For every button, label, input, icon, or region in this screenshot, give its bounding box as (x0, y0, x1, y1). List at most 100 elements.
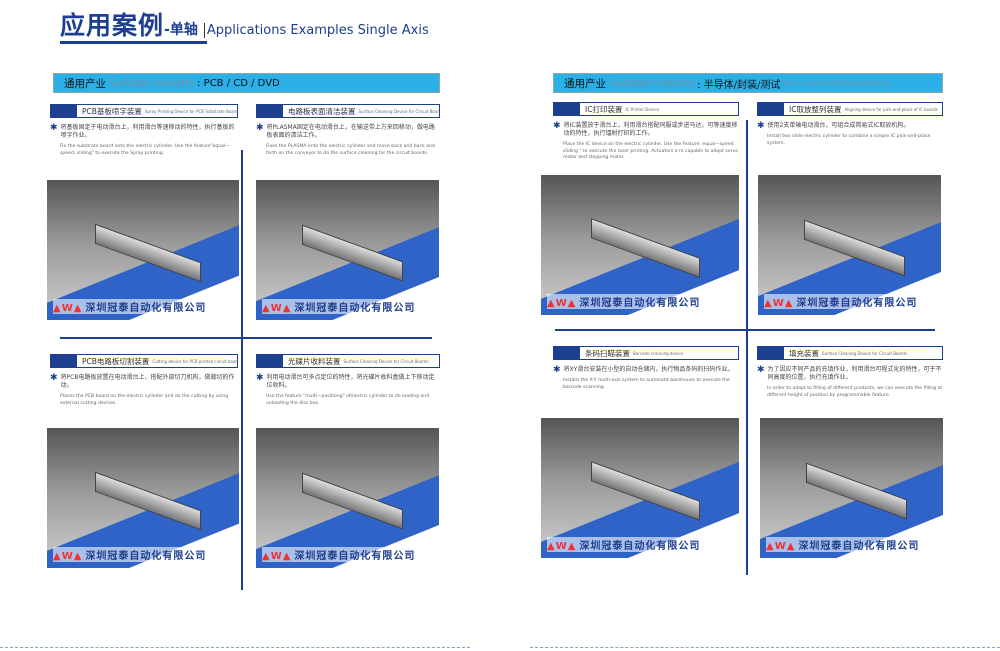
industry-banner: 通用产业 Suitable Industry : PCB / CD / DVD (53, 73, 440, 93)
header-block (758, 103, 784, 115)
banner-en: Suitable Industry (610, 77, 696, 89)
company-name: 深圳冠泰自动化有限公司 (85, 303, 207, 314)
header-block (257, 105, 283, 117)
panel-title: 填充装置 (789, 348, 819, 358)
panel-title-en: Cutting device for PCB printed circuit b… (152, 358, 238, 364)
company-logo: ▲W▲深圳冠泰自动化有限公司 (53, 299, 207, 314)
application-panel: 填充装置 Surface Cleaning Device for Circuit… (757, 346, 943, 399)
application-image: ▲W▲深圳冠泰自动化有限公司 (256, 428, 439, 568)
panel-title-en: IC Printer Device (625, 106, 659, 112)
title-cn: 应用案例 (60, 11, 165, 40)
header-block (758, 347, 784, 359)
application-panel: PCB基板喷字装置 Spray Printing Device for PCB … (50, 104, 238, 157)
application-panel: IC打印装置 IC Printer Device ✱将IC装置放于滑台上，利用滑… (553, 102, 739, 162)
desc-en: Fixes the PLASMA onto the electric cylin… (266, 144, 435, 156)
panel-title: 电路板表面清洁装置 (288, 106, 356, 116)
company-logo: ▲W▲深圳冠泰自动化有限公司 (766, 537, 920, 552)
banner-value: : PCB / CD / DVD (197, 77, 280, 89)
desc-en: Places the PCB board on the electric cyl… (60, 394, 229, 406)
application-image: ▲W▲深圳冠泰自动化有限公司 (47, 180, 239, 320)
desc-cn: 为了因应不同产品的充填作业，利用滑台可程式化的特性，可于不同高度的位置，执行充填… (767, 366, 942, 381)
panel-header: 光碟片收料装置 Surface Cleaning Device for Circ… (256, 354, 440, 368)
panel-title-en: Surface Cleaning Device for Circuit Boar… (343, 358, 429, 364)
banner-cn: 通用产业 (564, 77, 606, 90)
company-name: 深圳冠泰自动化有限公司 (579, 541, 701, 552)
application-image: ▲W▲深圳冠泰自动化有限公司 (47, 428, 239, 568)
star-icon: ✱ (50, 123, 58, 133)
panel-title: PCB基板喷字装置 (82, 106, 142, 116)
company-name: 深圳冠泰自动化有限公司 (85, 551, 207, 562)
panel-header: 填充装置 Surface Cleaning Device for Circuit… (757, 346, 943, 360)
application-panel: IC取放整列装置 Aligning device for pick-and-pl… (757, 102, 943, 147)
footer-line (530, 647, 1000, 648)
star-icon: ✱ (757, 121, 765, 131)
star-icon: ✱ (757, 365, 765, 375)
desc-cn: 将IC装置放于滑台上，利用滑台搭配伺服或步进马达，可等速度移动的特性，执行镭射打… (563, 122, 738, 137)
desc-en: Use the feature "multi—positiong" ofelec… (266, 394, 430, 406)
header-block (257, 355, 283, 367)
title-en: Applications Examples Single Axis (203, 23, 429, 38)
header-block (554, 347, 580, 359)
company-logo: ▲W▲深圳冠泰自动化有限公司 (547, 537, 701, 552)
application-image: ▲W▲深圳冠泰自动化有限公司 (256, 180, 439, 320)
panel-title: IC打印装置 (585, 104, 623, 114)
company-logo: ▲W▲深圳冠泰自动化有限公司 (262, 547, 416, 562)
company-name: 深圳冠泰自动化有限公司 (294, 551, 416, 562)
star-icon: ✱ (553, 365, 561, 375)
desc-cn: 将XY滑台安装在小型的自动仓储内，执行物品条码的扫码作业。 (563, 366, 734, 373)
desc-cn: 将PLASMA固定在电动滑台上，在输送带上方来回移动，做电路板表面的清洁工作。 (266, 124, 435, 139)
star-icon: ✱ (553, 121, 561, 131)
panel-title-en: Surface Cleaning Device for Circuit Boar… (822, 350, 908, 356)
company-name: 深圳冠泰自动化有限公司 (796, 298, 918, 309)
star-icon: ✱ (256, 123, 264, 133)
banner-value-en: Semi—conductor/Packaging/Testing (782, 79, 890, 87)
panel-title-en: Surface Cleaning Device for Circuit Boar… (358, 108, 440, 114)
application-image: ▲W▲深圳冠泰自动化有限公司 (758, 175, 941, 315)
desc-cn: 将PCB电路板放置在电动滑台上，搭配外部切刀机构，做裁切的作动。 (60, 374, 235, 389)
panel-header: IC打印装置 IC Printer Device (553, 102, 739, 116)
application-panel: 条码扫瞄装置 Barcode scanning device ✱将XY滑台安装在… (553, 346, 739, 391)
desc-cn: 利用电动滑台可多点定位的特性，将光碟片收料盒做上下移动定位收料。 (266, 374, 435, 389)
banner-cn: 通用产业 (64, 77, 106, 90)
title-sub: -单轴 (164, 22, 198, 38)
application-panel: 光碟片收料装置 Surface Cleaning Device for Circ… (256, 354, 440, 407)
application-image: ▲W▲深圳冠泰自动化有限公司 (541, 418, 739, 558)
footer-line (0, 647, 470, 648)
desc-en: Place the IC device on the electric cyli… (563, 142, 739, 160)
panel-header: IC取放整列装置 Aligning device for pick-and-pl… (757, 102, 943, 116)
company-name: 深圳冠泰自动化有限公司 (294, 303, 416, 314)
panel-header: PCB基板喷字装置 Spray Printing Device for PCB … (50, 104, 238, 118)
panel-title-en: Spray Printing Device for PCB Substrate … (144, 108, 238, 114)
divider-horizontal (555, 329, 935, 331)
panel-title: IC取放整列装置 (789, 104, 842, 114)
desc-cn: 将基板固定于电动滑台上，利用滑台等速移动的特性，执行基板的喷字作业。 (60, 124, 235, 139)
application-panel: PCB电路板切割装置 Cutting device for PCB printe… (50, 354, 238, 407)
company-logo: ▲W▲深圳冠泰自动化有限公司 (764, 294, 918, 309)
desc-en: In order to adapt to filling of differen… (767, 386, 943, 398)
company-logo: ▲W▲深圳冠泰自动化有限公司 (547, 294, 701, 309)
title-underline (60, 41, 207, 44)
panel-header: 电路板表面清洁装置 Surface Cleaning Device for Ci… (256, 104, 440, 118)
divider-horizontal (60, 337, 432, 339)
header-block (51, 355, 77, 367)
page-title: 应用案例 -单轴 Applications Examples Single Ax… (60, 6, 429, 42)
application-panel: 电路板表面清洁装置 Surface Cleaning Device for Ci… (256, 104, 440, 157)
industry-banner: 通用产业 Suitable Industry : 半导体/封装/测试 Semi—… (553, 73, 943, 93)
company-logo: ▲W▲深圳冠泰自动化有限公司 (262, 299, 416, 314)
desc-en: Installs the X-Y multi-axis system to au… (563, 378, 730, 390)
panel-title: 光碟片收料装置 (288, 356, 341, 366)
panel-title-en: Aligning device for pick-and-place of IC… (844, 106, 938, 112)
application-image: ▲W▲深圳冠泰自动化有限公司 (541, 175, 739, 315)
panel-header: 条码扫瞄装置 Barcode scanning device (553, 346, 739, 360)
desc-en: Install two slide electric cylinder to c… (767, 134, 931, 146)
panel-title: PCB电路板切割装置 (82, 356, 150, 366)
star-icon: ✱ (50, 373, 58, 383)
panel-header: PCB电路板切割装置 Cutting device for PCB printe… (50, 354, 238, 368)
banner-en: Suitable Industry (110, 77, 196, 89)
header-block (554, 103, 580, 115)
divider-vertical (241, 150, 243, 590)
panel-title-en: Barcode scanning device (633, 350, 684, 356)
company-name: 深圳冠泰自动化有限公司 (579, 298, 701, 309)
company-logo: ▲W▲深圳冠泰自动化有限公司 (53, 547, 207, 562)
company-name: 深圳冠泰自动化有限公司 (798, 541, 920, 552)
